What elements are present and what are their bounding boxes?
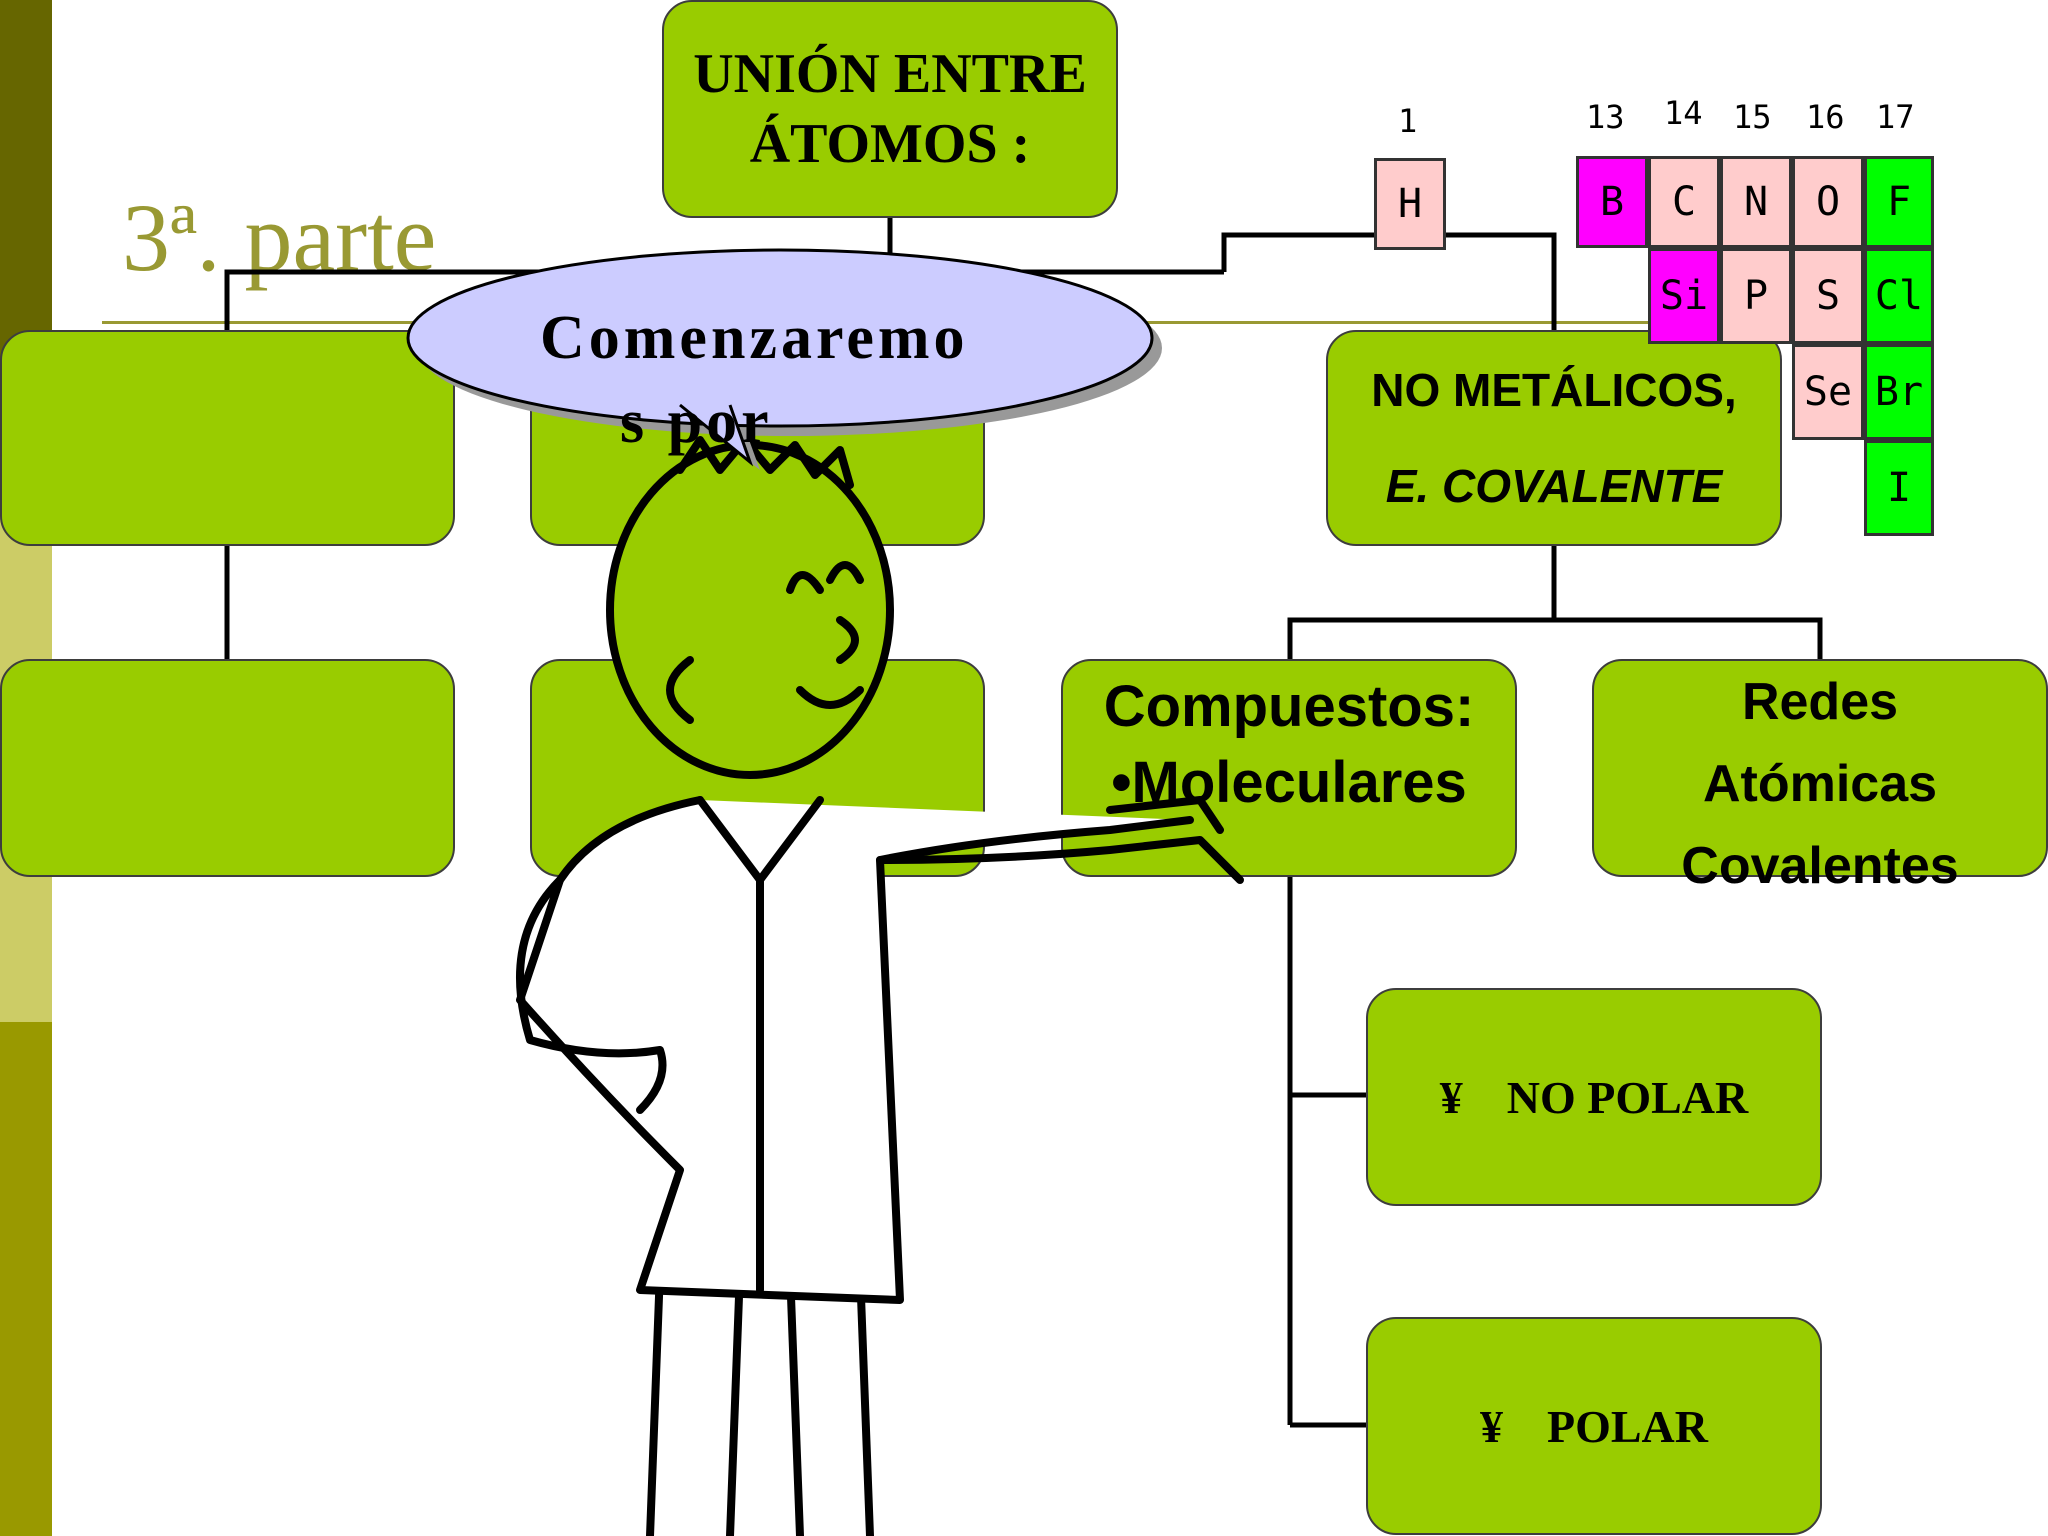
polar-label: POLAR xyxy=(1547,1400,1708,1452)
no-polar-bullet: ¥ xyxy=(1439,1071,1463,1123)
element-si: Si xyxy=(1648,248,1720,344)
compuestos-line1: Compuestos: xyxy=(1103,674,1475,739)
group-label-16: 16 xyxy=(1806,98,1845,136)
element-h: H xyxy=(1374,158,1446,250)
no-polar-box: ¥ NO POLAR xyxy=(1366,988,1822,1206)
element-c: C xyxy=(1648,156,1720,248)
group-label-13: 13 xyxy=(1586,98,1625,136)
group-label-17: 17 xyxy=(1876,98,1915,136)
no-metalicos-box: NO METÁLICOS, E. COVALENTE xyxy=(1326,330,1782,546)
group-label-1: 1 xyxy=(1398,102,1418,140)
element-o: O xyxy=(1792,156,1864,248)
root-line2: ÁTOMOS : xyxy=(749,113,1031,175)
empty-box-left-2 xyxy=(0,659,455,877)
element-se: Se xyxy=(1792,344,1864,440)
element-br: Br xyxy=(1864,344,1934,440)
root-box: UNIÓN ENTRE ÁTOMOS : xyxy=(662,0,1118,218)
group-label-14: 14 xyxy=(1664,94,1703,132)
element-i: I xyxy=(1864,440,1934,536)
redes-line1: Redes xyxy=(1741,673,1899,731)
no-metalicos-line1: NO METÁLICOS, xyxy=(1371,364,1737,416)
element-s: S xyxy=(1792,248,1864,344)
stripe-bottom xyxy=(0,1022,52,1536)
element-f: F xyxy=(1864,156,1934,248)
root-line1: UNIÓN ENTRE xyxy=(693,43,1087,105)
redes-line2: Atómicas xyxy=(1702,755,1938,813)
redes-box: Redes Atómicas Covalentes xyxy=(1592,659,2048,895)
no-metalicos-line2: E. COVALENTE xyxy=(1385,460,1723,512)
speech-bubble-text: Comenzaremo s por xyxy=(540,296,1060,464)
polar-bullet: ¥ xyxy=(1480,1400,1503,1452)
element-n: N xyxy=(1720,156,1792,248)
element-cl: Cl xyxy=(1864,248,1934,344)
group-label-15: 15 xyxy=(1733,98,1772,136)
compuestos-box: Compuestos: •Moleculares xyxy=(1061,659,1517,877)
empty-box-left-1 xyxy=(0,330,455,546)
polar-box: ¥ POLAR xyxy=(1366,1317,1822,1535)
element-b: B xyxy=(1576,156,1648,248)
redes-line3: Covalentes xyxy=(1681,837,1959,895)
speech-bubble-line2: s por xyxy=(620,388,773,456)
no-polar-label: NO POLAR xyxy=(1506,1071,1749,1123)
element-p: P xyxy=(1720,248,1792,344)
stripe-top xyxy=(0,0,52,390)
speech-bubble-line1: Comenzaremo xyxy=(540,304,969,372)
